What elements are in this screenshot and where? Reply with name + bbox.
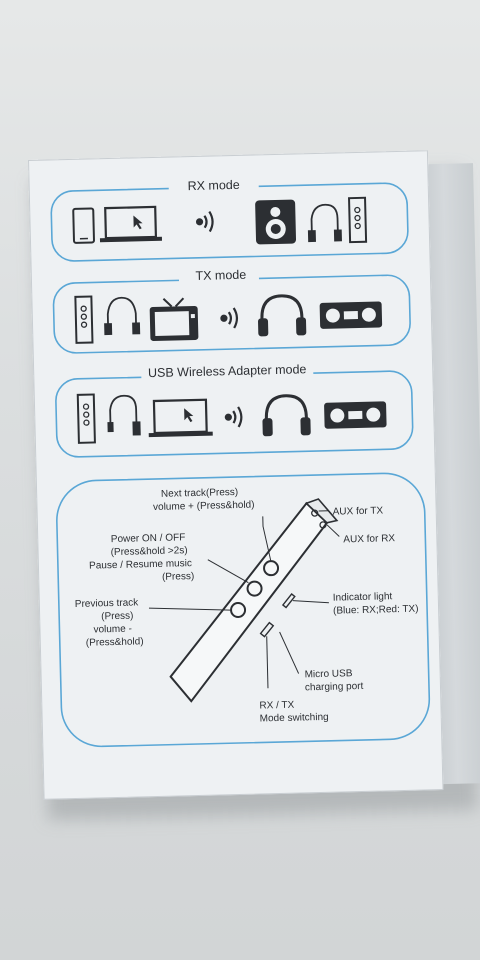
transmitter-icon (74, 295, 94, 344)
aux-cable-icon (307, 203, 342, 243)
previous-press-label: (Press) (101, 611, 133, 623)
previous-track-label: Previous track (75, 597, 140, 610)
leader-lines (148, 510, 340, 689)
phone-icon (72, 207, 95, 244)
aux-tx-label: AUX for TX (333, 505, 384, 517)
volume-down-hold-label: (Press&hold) (86, 636, 144, 648)
tx-mode-title: TX mode (195, 268, 246, 283)
wifi-icon (220, 307, 239, 329)
stereo-icon (319, 301, 383, 329)
micro-usb-label: Micro USB (305, 668, 353, 680)
usb-panel: USB Wireless Adapter mode (55, 361, 414, 458)
laptop-icon (99, 205, 163, 243)
transmitter-icon (348, 196, 368, 244)
aux-cable-icon (104, 296, 141, 336)
indicator-light-label: Indicator light (333, 591, 393, 603)
device-diagram-panel: Next track(Press) volume + (Press&hold) … (56, 472, 431, 748)
tv-icon (149, 297, 199, 341)
wifi-icon (195, 210, 214, 233)
power-hold-label: (Press&hold >2s) (110, 545, 187, 558)
aux-rx-label: AUX for RX (343, 533, 395, 545)
mode-switching-label: Mode switching (260, 712, 329, 725)
volume-up-label: volume + (Press&hold) (153, 500, 255, 513)
laptop-icon (148, 398, 213, 438)
headphones-icon (258, 294, 307, 337)
transmitter-icon (76, 393, 96, 444)
usb-cable-icon (107, 394, 141, 436)
rx-mode-title: RX mode (187, 178, 239, 193)
speaker-icon (255, 199, 297, 245)
tx-panel: TX mode (52, 266, 411, 354)
wifi-icon (224, 406, 243, 428)
stereo-icon (324, 401, 387, 429)
headphones-icon (262, 394, 311, 437)
charging-port-label: charging port (305, 681, 364, 693)
pause-resume-label: Pause / Resume music (89, 558, 192, 572)
pause-press-label: (Press) (162, 571, 194, 583)
power-label: Power ON / OFF (111, 532, 186, 545)
box-print: RX mode (50, 176, 431, 748)
next-track-label: Next track(Press) (161, 487, 238, 500)
indicator-colors-label: (Blue: RX;Red: TX) (333, 604, 419, 617)
usb-mode-title: USB Wireless Adapter mode (148, 362, 307, 380)
rx-tx-label: RX / TX (259, 700, 294, 712)
rx-panel: RX mode (50, 176, 409, 262)
volume-down-label: volume - (93, 624, 132, 636)
